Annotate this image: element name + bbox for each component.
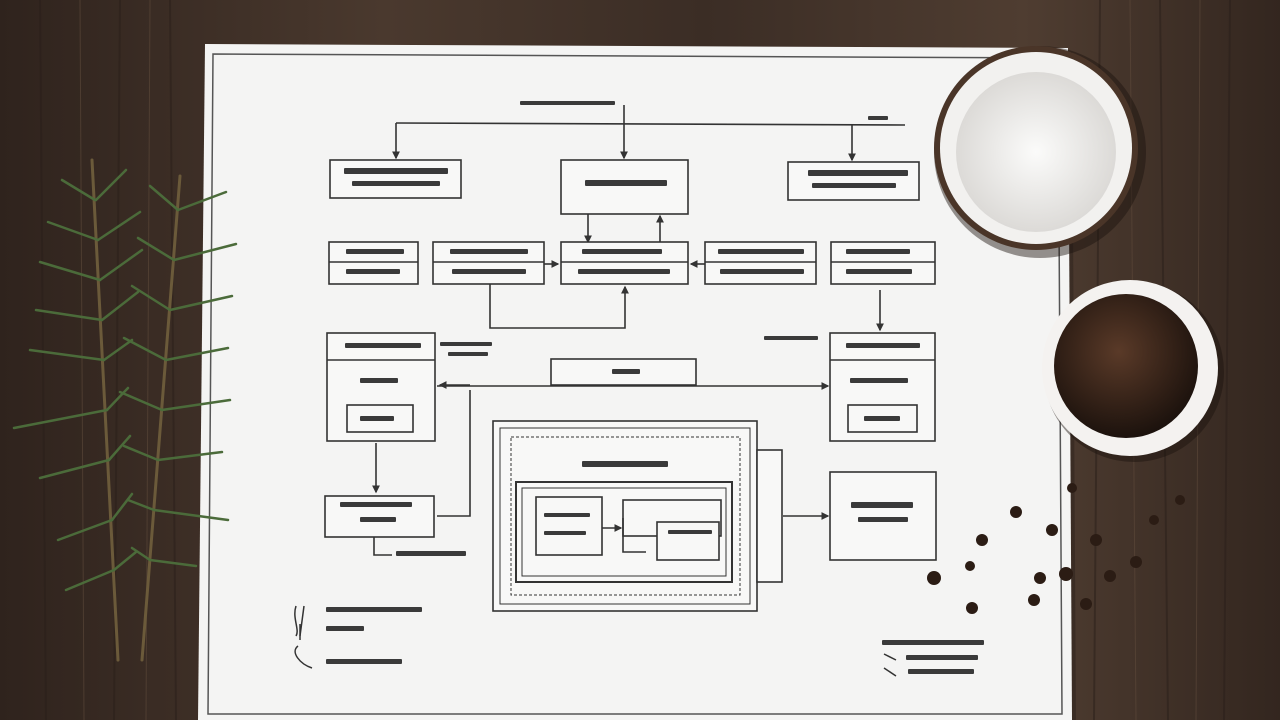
rosemary-sprigs — [12, 158, 238, 662]
inner-block-1 — [535, 496, 603, 556]
block-b1 — [328, 241, 419, 285]
peppercorn-bowl — [1042, 280, 1224, 462]
legend-notes-left — [294, 605, 422, 669]
inner-block-3 — [656, 521, 720, 561]
legend-notes-right — [882, 640, 984, 677]
block-a1 — [329, 159, 462, 199]
block-b3 — [560, 241, 689, 285]
diagram — [324, 105, 937, 612]
salt-bowl — [934, 46, 1146, 258]
block-b2 — [432, 241, 545, 285]
loose-peppercorns — [927, 483, 1185, 614]
block-b4 — [704, 241, 817, 285]
block-b5 — [830, 241, 936, 285]
diagram-scribbles — [340, 101, 920, 556]
block-d2 — [829, 471, 937, 561]
top-bus-line — [395, 122, 906, 126]
block-a3 — [787, 161, 920, 201]
block-a2 — [560, 159, 689, 215]
